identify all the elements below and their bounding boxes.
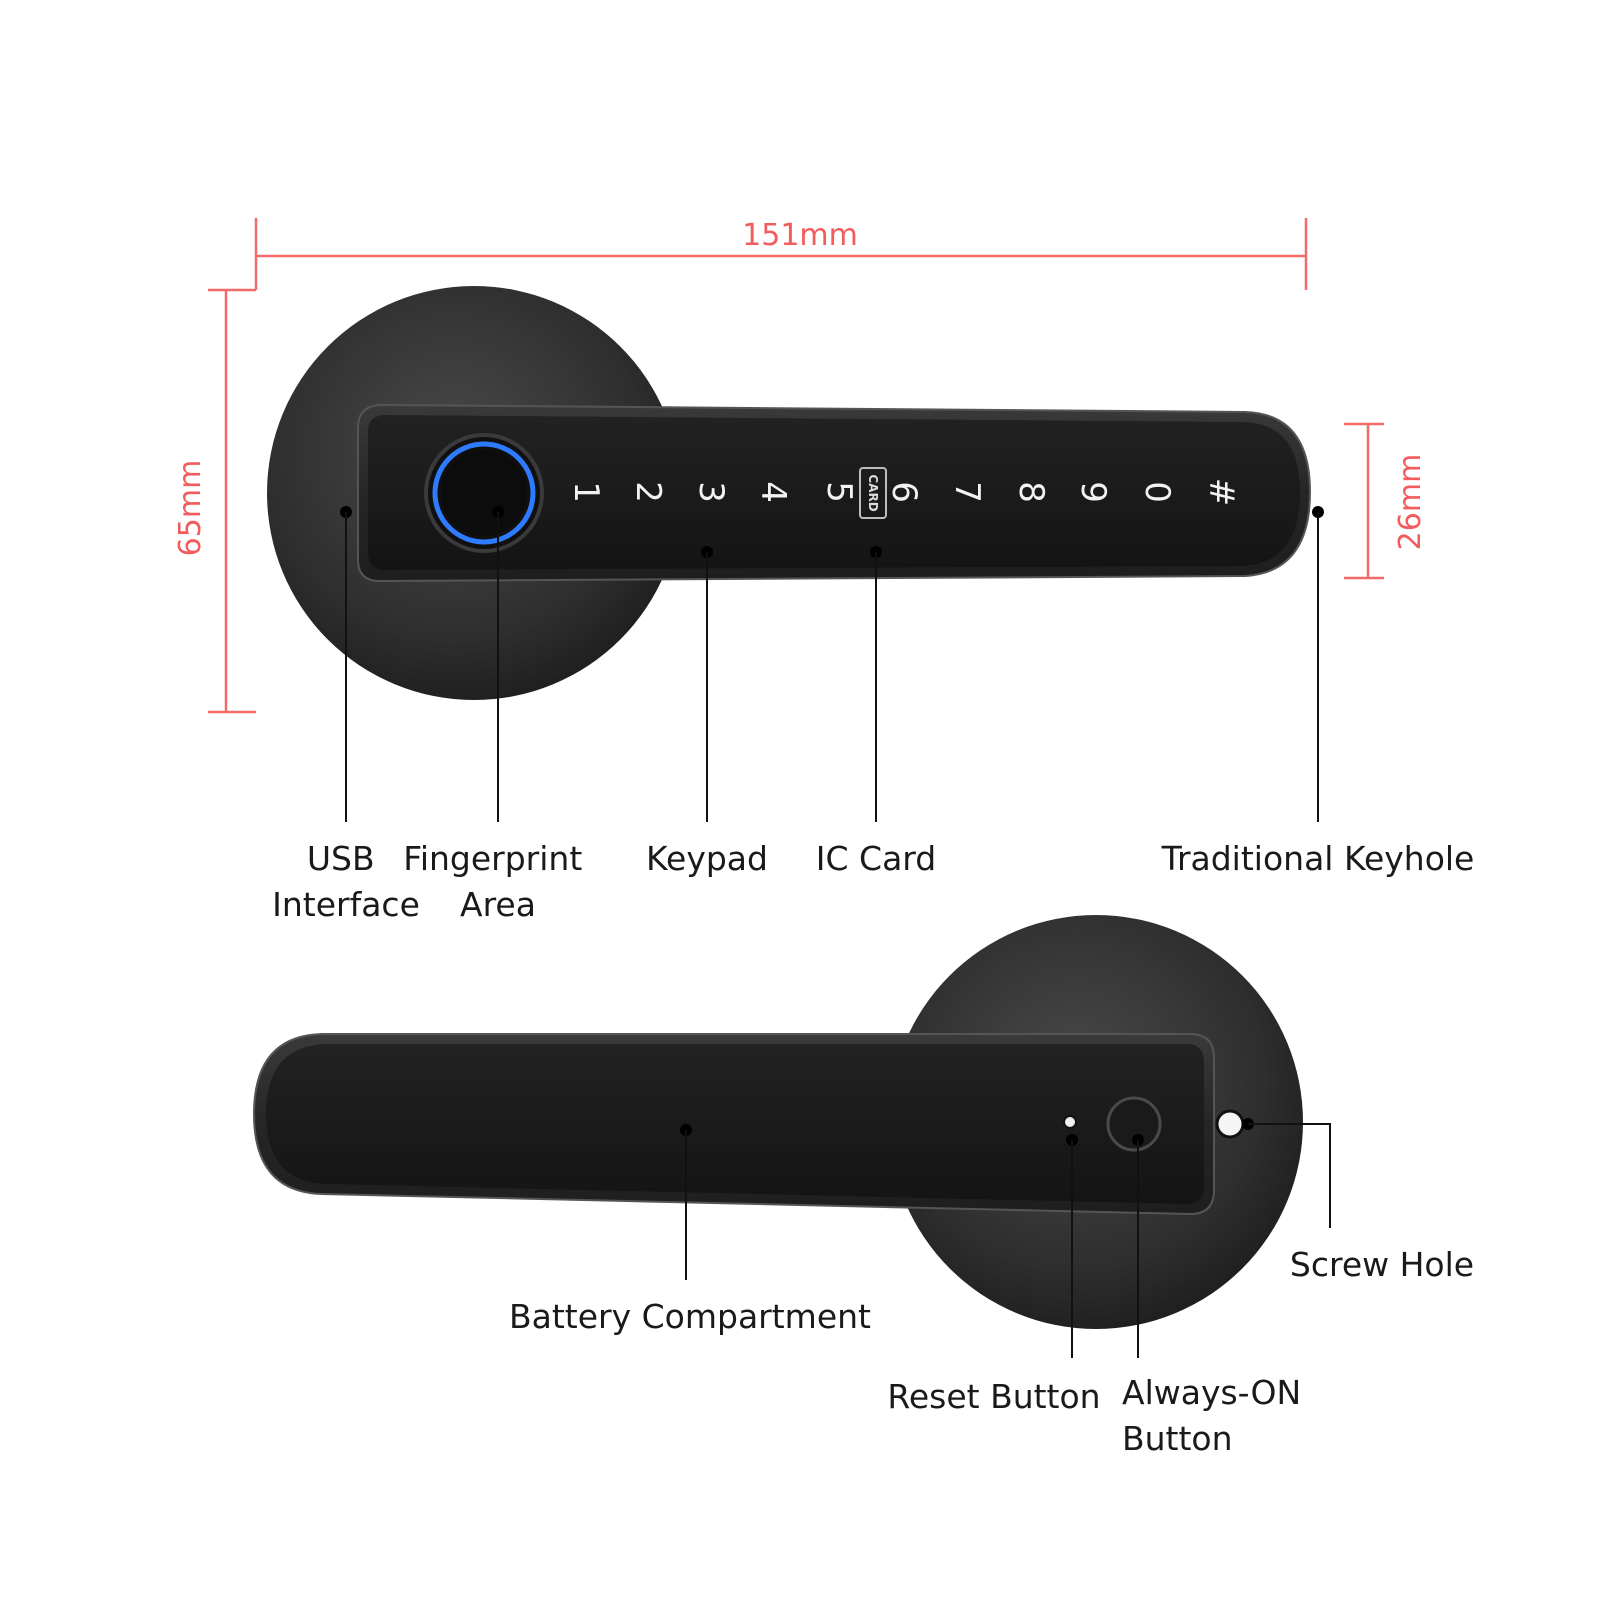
key-hash[interactable]: #: [1201, 478, 1241, 507]
front-leaders: [340, 506, 1324, 822]
back-leaders: [680, 1118, 1331, 1358]
screw-hole-label: Screw Hole: [1290, 1245, 1474, 1284]
usb-interface-label: USB Interface: [272, 839, 420, 924]
key-1[interactable]: 1: [566, 481, 606, 503]
fingerprint-sensor-icon[interactable]: [424, 433, 544, 553]
back-lock-view: [252, 915, 1303, 1329]
key-5[interactable]: 5: [819, 481, 859, 503]
key-3[interactable]: 3: [691, 481, 731, 503]
card-reader-label: CARD: [866, 474, 880, 511]
reset-button-label: Reset Button: [887, 1377, 1100, 1416]
key-8[interactable]: 8: [1011, 481, 1051, 503]
front-lock-view: 1 2 3 4 5 6 7 8 9 0 # CARD: [267, 286, 1312, 700]
keyhole-label: Traditional Keyhole: [1161, 839, 1475, 878]
card-reader-icon: CARD: [859, 467, 887, 519]
keypad-label: Keypad: [646, 839, 768, 878]
dimension-handle-height: 26mm: [1344, 422, 1428, 580]
dimension-handle-height-label: 26mm: [1393, 454, 1428, 551]
fingerprint-area-label: Fingerprint Area: [403, 839, 593, 924]
battery-compartment-label: Battery Compartment: [509, 1297, 871, 1336]
key-0[interactable]: 0: [1137, 481, 1177, 503]
ic-card-label: IC Card: [816, 839, 936, 878]
key-7[interactable]: 7: [947, 481, 987, 503]
always-on-button-label: Always-ON Button: [1122, 1373, 1312, 1458]
dimension-height: 65mm: [173, 288, 256, 714]
key-2[interactable]: 2: [628, 481, 668, 503]
key-4[interactable]: 4: [753, 481, 793, 503]
back-handle-face: [266, 1044, 1204, 1204]
dimension-width: 151mm: [254, 218, 1308, 290]
key-9[interactable]: 9: [1073, 481, 1113, 503]
keypad[interactable]: 1 2 3 4 5 6 7 8 9 0 #: [566, 478, 1241, 507]
always-on-button-icon[interactable]: [1106, 1096, 1162, 1152]
front-handle-face: [368, 415, 1300, 570]
reset-button-icon[interactable]: [1063, 1115, 1077, 1129]
screw-hole-icon: [1215, 1109, 1245, 1139]
key-6[interactable]: 6: [884, 481, 924, 503]
dimension-height-label: 65mm: [173, 460, 208, 557]
dimension-width-label: 151mm: [742, 218, 858, 253]
